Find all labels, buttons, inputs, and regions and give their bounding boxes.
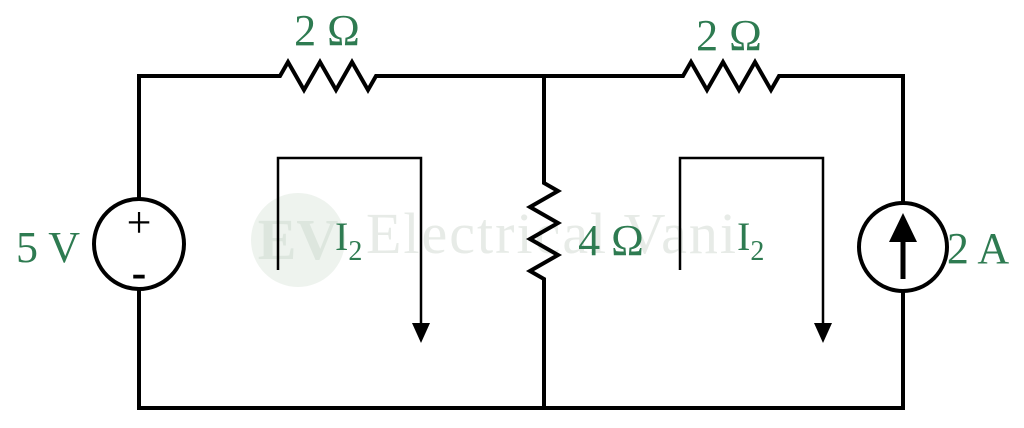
mesh-loop-left: I2 <box>276 156 430 343</box>
plus-sign: + <box>127 198 152 247</box>
mesh-loop-right-label: I2 <box>737 214 764 267</box>
voltage-source-circle <box>92 197 186 291</box>
circuit-wires <box>137 57 905 410</box>
current-arrow-up-icon <box>889 213 917 242</box>
voltage-source-label: 5 V <box>16 223 80 272</box>
mesh-loop-right-arrow-icon <box>814 323 832 343</box>
mesh-right-subscript: 2 <box>750 236 764 267</box>
resistor-top-right-label: 2 Ω <box>696 11 762 60</box>
mesh-loop-left-path <box>276 156 423 328</box>
mesh-right-symbol: I <box>737 214 750 259</box>
mesh-loop-right: I2 <box>678 156 832 343</box>
resistor-top-left-label: 2 Ω <box>294 6 360 55</box>
mesh-loop-left-label: I2 <box>335 214 362 267</box>
mesh-loop-left-arrow-icon <box>412 323 430 343</box>
current-source: 2 A <box>857 201 1010 293</box>
watermark: EV Electrical Vani <box>251 193 738 287</box>
resistor-middle-label: 4 Ω <box>578 216 644 265</box>
current-source-label: 2 A <box>947 224 1010 273</box>
minus-sign: - <box>132 248 147 297</box>
watermark-logo-text: EV <box>258 207 339 272</box>
mesh-loop-right-path <box>678 156 825 328</box>
mesh-left-subscript: 2 <box>348 236 362 267</box>
watermark-logo-circle <box>251 193 345 287</box>
voltage-source: + - 5 V <box>16 197 186 297</box>
mesh-left-symbol: I <box>335 214 348 259</box>
watermark-text: Electrical Vani <box>366 201 738 266</box>
